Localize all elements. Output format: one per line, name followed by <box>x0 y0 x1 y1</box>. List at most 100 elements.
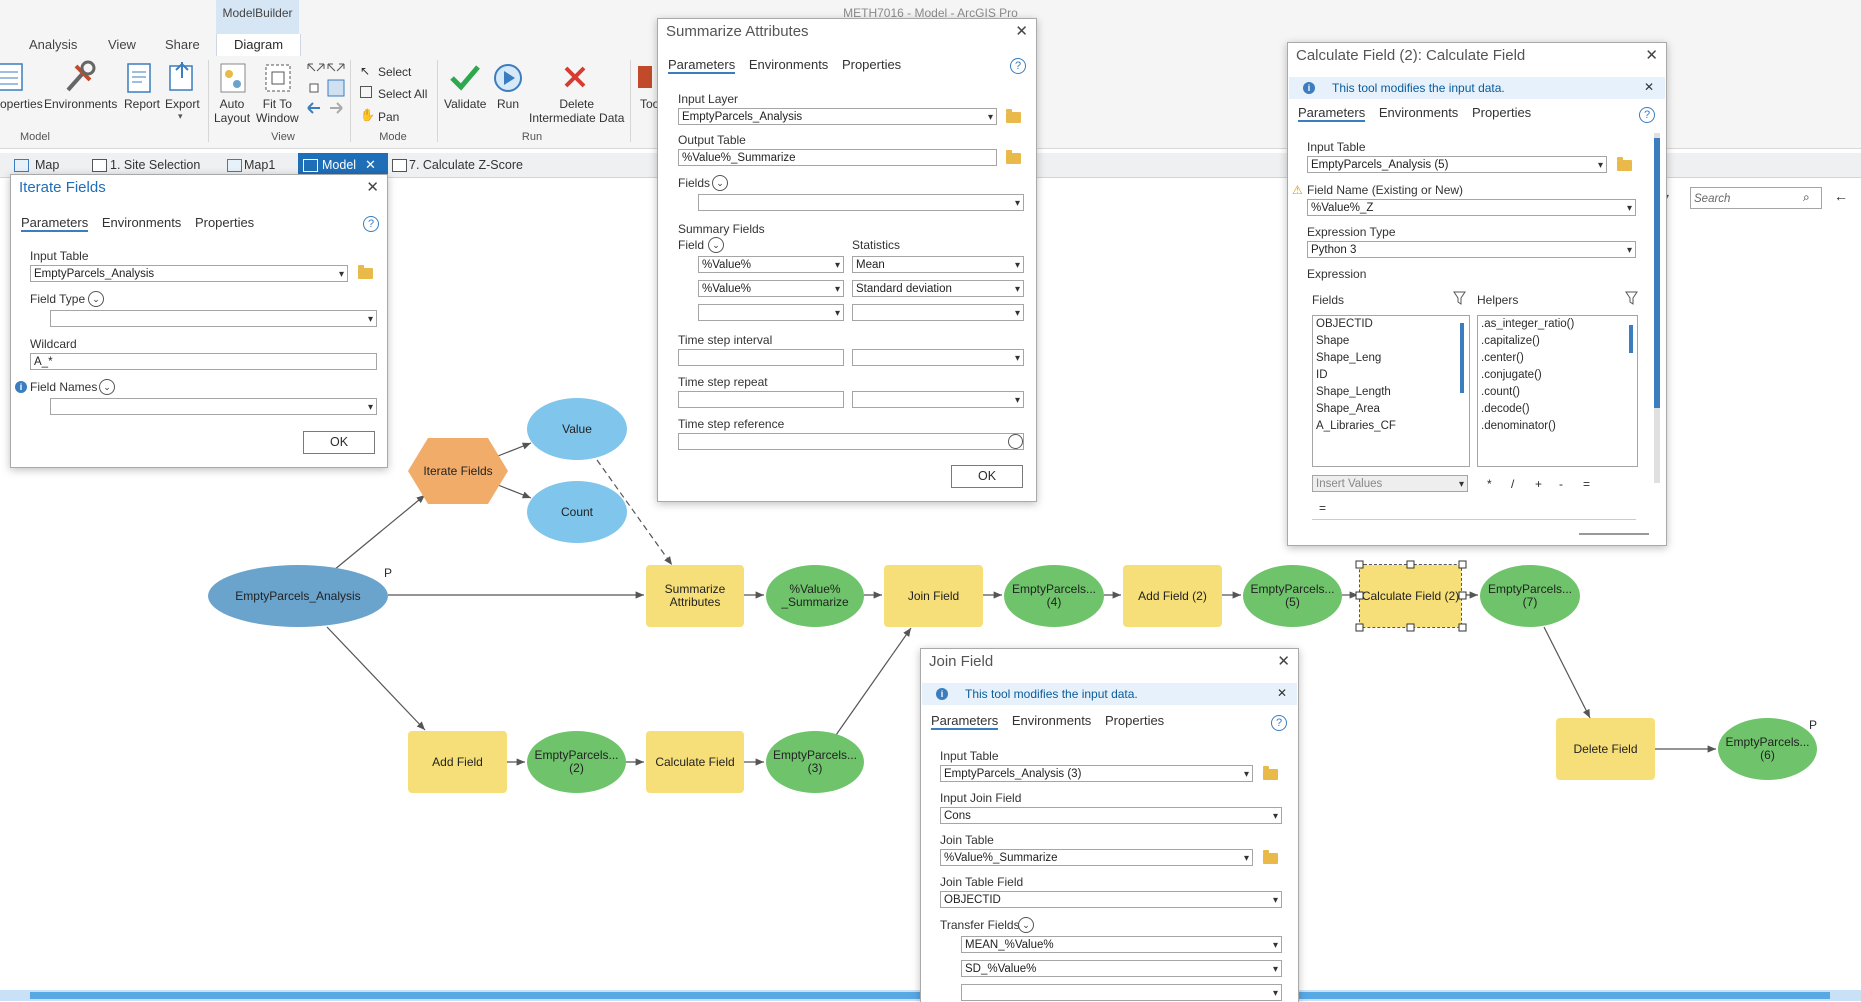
close-banner-icon[interactable]: ✕ <box>1644 80 1655 94</box>
tab-environments[interactable]: Environments <box>101 215 182 230</box>
resize-grip[interactable] <box>1579 533 1649 535</box>
wildcard-input[interactable]: A_* <box>30 353 377 370</box>
help-icon[interactable]: ? <box>363 216 379 232</box>
tab-model[interactable]: Model <box>322 158 357 172</box>
export-button[interactable]: Export <box>165 97 200 111</box>
list-item[interactable]: .denominator() <box>1481 420 1556 432</box>
filter-icon[interactable] <box>1453 291 1466 308</box>
list-item[interactable]: A_Libraries_CF <box>1316 420 1396 432</box>
time-step-repeat-input[interactable] <box>678 391 844 408</box>
operator-multiply-button[interactable]: * <box>1487 477 1492 491</box>
chevron-down-icon[interactable]: ⌄ <box>708 237 724 253</box>
fields-select[interactable] <box>698 194 1024 211</box>
fields-scrollbar-thumb[interactable] <box>1460 323 1464 393</box>
node-emptyparcels-4[interactable]: EmptyParcels... (4) <box>1004 565 1104 627</box>
environments-button[interactable]: Environments <box>44 97 118 111</box>
transfer-field-select[interactable] <box>961 984 1282 1001</box>
filter-icon[interactable] <box>1625 291 1638 308</box>
help-icon[interactable]: ? <box>1639 107 1655 123</box>
close-icon[interactable]: ✕ <box>1277 653 1290 670</box>
help-icon[interactable]: ? <box>1010 58 1026 74</box>
field-name-select[interactable]: %Value%_Z <box>1307 199 1636 216</box>
fields-list[interactable]: OBJECTID Shape Shape_Leng ID Shape_Lengt… <box>1312 315 1470 467</box>
list-item[interactable]: .count() <box>1481 386 1520 398</box>
close-icon[interactable]: ✕ <box>1645 47 1658 64</box>
pan-button[interactable]: Pan <box>378 110 400 124</box>
browse-folder-icon[interactable] <box>358 265 373 279</box>
node-emptyparcels-7[interactable]: EmptyParcels... (7) <box>1480 565 1580 627</box>
browse-folder-icon[interactable] <box>1617 157 1632 171</box>
summary-statistic-select[interactable] <box>852 304 1024 321</box>
export-dropdown-icon[interactable]: ▾ <box>178 111 183 121</box>
run-button[interactable]: Run <box>497 97 520 111</box>
select-button[interactable]: Select <box>378 65 412 79</box>
close-icon[interactable]: ✕ <box>1015 23 1028 40</box>
node-delete-field[interactable]: Delete Field <box>1556 718 1655 780</box>
expression-type-select[interactable]: Python 3 <box>1307 241 1636 258</box>
operator-equals-button[interactable]: = <box>1583 477 1591 491</box>
help-icon[interactable]: ? <box>1271 715 1287 731</box>
summary-statistic-select[interactable]: Mean <box>852 256 1024 273</box>
input-table-select[interactable]: EmptyParcels_Analysis <box>30 265 348 282</box>
node-add-field[interactable]: Add Field <box>408 731 507 793</box>
summary-statistic-select[interactable]: Standard deviation <box>852 280 1024 297</box>
selection-handles[interactable] <box>1355 560 1467 632</box>
properties-button[interactable]: operties <box>0 97 43 111</box>
list-item[interactable]: Shape_Length <box>1316 386 1391 398</box>
tools-button[interactable]: Too <box>640 97 660 111</box>
tab-map1[interactable]: Map1 <box>244 158 276 172</box>
tab-analysis[interactable]: Analysis <box>29 37 78 52</box>
browse-folder-icon[interactable] <box>1006 150 1021 164</box>
node-count[interactable]: Count <box>527 481 627 543</box>
list-item[interactable]: .center() <box>1481 352 1524 364</box>
tab-map[interactable]: Map <box>35 158 60 172</box>
node-calculate-field[interactable]: Calculate Field <box>646 731 744 793</box>
tab-properties[interactable]: Properties <box>1471 105 1532 120</box>
tab-properties[interactable]: Properties <box>194 215 255 230</box>
list-item[interactable]: .as_integer_ratio() <box>1481 318 1575 330</box>
node-emptyparcels-5[interactable]: EmptyParcels... (5) <box>1243 565 1342 627</box>
field-type-select[interactable] <box>50 310 377 327</box>
output-table-input[interactable]: %Value%_Summarize <box>678 149 997 166</box>
select-all-button[interactable]: Select All <box>378 87 428 101</box>
tab-calculate-z-score[interactable]: 7. Calculate Z-Score <box>409 158 523 172</box>
tab-site-selection[interactable]: 1. Site Selection <box>110 158 201 172</box>
summary-field-select[interactable]: %Value% <box>698 256 844 273</box>
search-input[interactable]: Search <box>1690 187 1822 209</box>
node-value[interactable]: Value <box>527 398 627 460</box>
list-item[interactable]: .conjugate() <box>1481 369 1542 381</box>
close-icon[interactable]: ✕ <box>366 179 379 196</box>
list-item[interactable]: .decode() <box>1481 403 1530 415</box>
operator-plus-button[interactable]: + <box>1535 477 1543 491</box>
zoom-extent-icon[interactable] <box>306 62 346 125</box>
input-join-field-select[interactable]: Cons <box>940 807 1282 824</box>
back-arrow-icon[interactable]: ← <box>1834 188 1848 204</box>
tab-environments[interactable]: Environments <box>748 57 829 72</box>
clock-icon[interactable] <box>1008 434 1023 449</box>
operator-minus-button[interactable]: - <box>1559 477 1563 491</box>
ok-button[interactable]: OK <box>951 465 1023 488</box>
chevron-down-icon[interactable]: ⌄ <box>99 379 115 395</box>
input-table-select[interactable]: EmptyParcels_Analysis (5) <box>1307 156 1607 173</box>
node-add-field-2[interactable]: Add Field (2) <box>1123 565 1222 627</box>
tab-parameters[interactable]: Parameters <box>21 215 89 232</box>
expression-editor[interactable]: = <box>1319 501 1327 515</box>
input-table-select[interactable]: EmptyParcels_Analysis (3) <box>940 765 1253 782</box>
operator-divide-button[interactable]: / <box>1511 477 1515 491</box>
node-emptyparcels-2[interactable]: EmptyParcels... (2) <box>527 731 626 793</box>
node-input-emptyparcels[interactable]: EmptyParcels_Analysis <box>208 565 388 627</box>
vertical-scrollbar-thumb[interactable] <box>1654 138 1660 408</box>
tab-parameters[interactable]: Parameters <box>668 57 736 74</box>
list-item[interactable]: ID <box>1316 369 1328 381</box>
transfer-field-select[interactable]: MEAN_%Value% <box>961 936 1282 953</box>
node-calculate-field-2[interactable]: Calculate Field (2) <box>1359 564 1462 628</box>
node-emptyparcels-3[interactable]: EmptyParcels... (3) <box>766 731 864 793</box>
summary-field-select[interactable] <box>698 304 844 321</box>
list-item[interactable]: OBJECTID <box>1316 318 1373 330</box>
chevron-down-icon[interactable]: ⌄ <box>88 291 104 307</box>
node-summarize-attributes[interactable]: Summarize Attributes <box>646 565 744 627</box>
insert-values-select[interactable]: Insert Values <box>1312 475 1468 492</box>
tab-parameters[interactable]: Parameters <box>931 713 999 730</box>
browse-folder-icon[interactable] <box>1263 766 1278 780</box>
